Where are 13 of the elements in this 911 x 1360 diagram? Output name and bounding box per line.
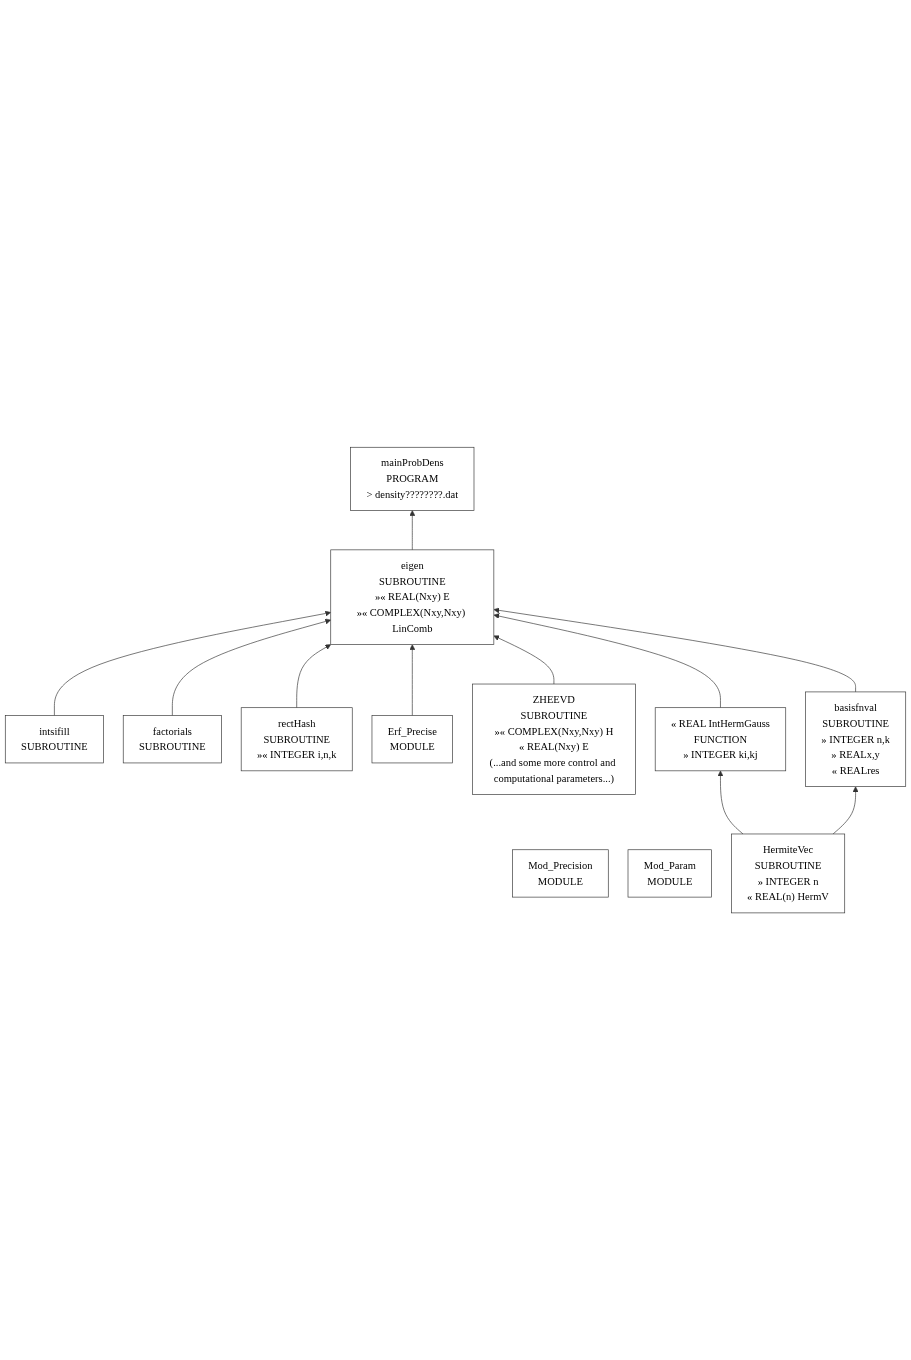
node-box [472, 683, 636, 795]
node-box [654, 707, 787, 772]
node-box [240, 707, 353, 772]
node-box [122, 715, 222, 764]
node-box [371, 715, 453, 764]
node-box [805, 691, 907, 787]
node-box [512, 849, 609, 898]
node-box [731, 833, 846, 914]
node-box [350, 446, 475, 511]
call-graph-diagram: mainProbDens PROGRAM > density????????.dat intsifill SUBROUTINE factorials SUBROUTINE eigen SUBROUTINE »« REAL(Nxy) E »« COMPLEX(Nxy,Nxy) LinComb rectHash SUBROUTINE »« INTEGER i,n,k Erf_Precise MODULE ZHEEVD SUBROUTINE »« COMPLEX(Nxy,Nxy) H « REAL(Nxy) E (...and some more control and computational parameters...) « REAL IntHermGauss FUNCTION » INTEGER ki,kj Mod_Precision MODULE basisfnval SUBROUTINE » INTEGER n,k » REALx,y « REALres Mod_Param MODULE HermiteVec SUBROUTINE » INTEGER n « REAL(n) HermV [0, 441, 911, 919]
node-box [627, 849, 712, 898]
node-box [330, 549, 495, 645]
node-box [4, 715, 104, 764]
